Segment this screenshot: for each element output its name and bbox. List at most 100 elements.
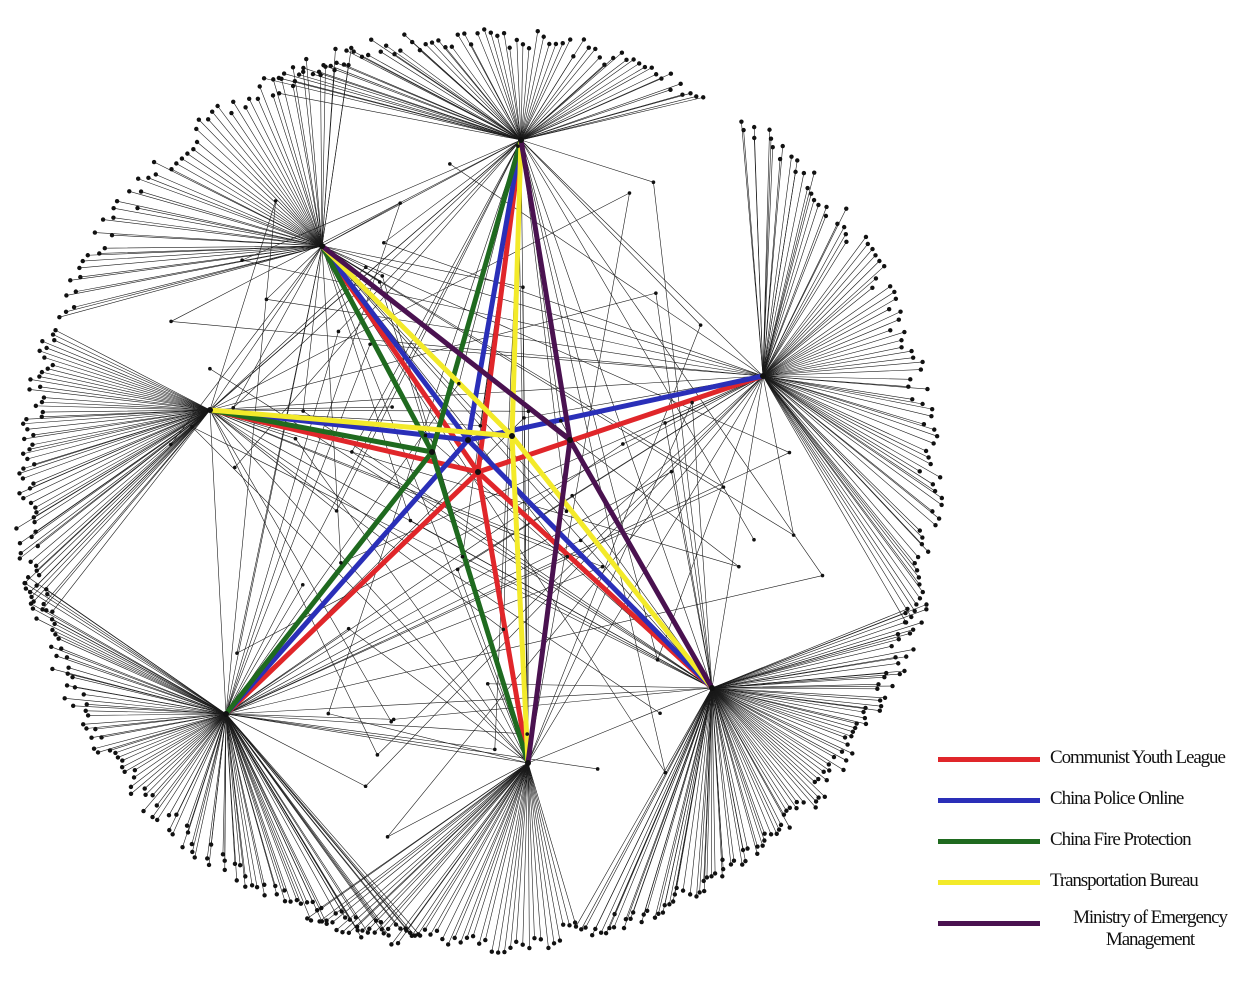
- cross-edge: [321, 245, 794, 536]
- leaf-node: [787, 805, 792, 811]
- leaf-edge: [231, 112, 323, 247]
- edge-transportation-bureau: [509, 137, 524, 439]
- leaf-node: [21, 466, 26, 471]
- leaf-edge: [140, 191, 323, 247]
- leaf-node: [64, 683, 70, 688]
- inner-node: [478, 423, 483, 428]
- leaf-edge: [336, 762, 529, 931]
- leaf-node: [824, 778, 829, 783]
- leaf-node: [823, 213, 829, 219]
- leaf-node: [64, 655, 70, 660]
- leaf-edge: [520, 52, 623, 141]
- leaf-node: [41, 395, 47, 400]
- leaf-edge: [26, 409, 211, 420]
- leaf-node: [131, 775, 137, 780]
- leaf-edge: [485, 762, 529, 941]
- leaf-edge: [225, 713, 265, 896]
- hub-edge: [209, 139, 522, 411]
- inner-node: [208, 366, 212, 371]
- leaf-edge: [93, 713, 227, 750]
- edge-transportation-bureau: [319, 243, 515, 439]
- leaf-node: [56, 636, 61, 641]
- leaf-node: [334, 927, 339, 933]
- cross-edge: [336, 139, 522, 512]
- leaf-edge: [522, 762, 529, 945]
- leaf-edge: [762, 375, 942, 506]
- leaf-node: [44, 608, 49, 613]
- edge-ministry-emergency: [319, 243, 573, 443]
- inner-node: [168, 442, 173, 447]
- leaf-edge: [762, 171, 796, 377]
- leaf-edge: [33, 409, 211, 436]
- leaf-node: [422, 927, 428, 932]
- inner-node: [570, 493, 574, 498]
- leaf-node: [768, 136, 774, 141]
- leaf-edge: [225, 713, 253, 886]
- cross-edge: [225, 540, 581, 715]
- leaf-node: [393, 922, 399, 927]
- legend-swatch: [938, 757, 1040, 762]
- leaf-edge: [762, 375, 921, 531]
- agency-node: [567, 437, 573, 443]
- leaf-node: [434, 928, 440, 934]
- leaf-node: [932, 488, 938, 494]
- leaf-edge: [72, 705, 227, 715]
- leaf-node: [305, 916, 310, 921]
- inner-node: [721, 485, 726, 489]
- leaf-node: [25, 456, 30, 462]
- leaf-edge: [520, 43, 557, 141]
- leaf-edge: [82, 245, 323, 262]
- leaf-edge: [696, 687, 713, 897]
- leaf-node: [184, 823, 190, 828]
- leaf-edge: [66, 685, 227, 715]
- leaf-node: [870, 285, 875, 290]
- cross-edge: [340, 375, 764, 564]
- leaf-edge: [22, 409, 211, 455]
- leaf-node: [731, 858, 737, 863]
- leaf-node: [53, 328, 58, 333]
- leaf-node: [845, 742, 850, 747]
- cross-edge: [170, 321, 764, 377]
- leaf-edge: [224, 713, 227, 862]
- leaf-node: [899, 345, 904, 350]
- leaf-node: [778, 822, 784, 828]
- inner-node: [651, 180, 656, 184]
- leaf-node: [535, 28, 540, 34]
- leaf-edge: [54, 623, 227, 715]
- leaf-edge: [711, 687, 882, 707]
- leaf-edge: [113, 207, 323, 247]
- leaf-node: [572, 920, 578, 925]
- hub-node: [760, 373, 766, 379]
- leaf-edge: [225, 713, 357, 918]
- leaf-node: [111, 215, 116, 220]
- leaf-edge: [91, 713, 227, 739]
- leaf-node: [369, 37, 374, 42]
- leaf-edge: [762, 375, 923, 538]
- leaf-node: [795, 158, 800, 163]
- leaf-edge: [232, 101, 323, 247]
- leaf-node: [637, 61, 642, 66]
- leaf-edge: [711, 687, 828, 781]
- leaf-node: [40, 339, 45, 344]
- leaf-node: [482, 27, 487, 32]
- leaf-node: [777, 156, 783, 162]
- leaf-node: [381, 931, 386, 936]
- inner-node: [578, 538, 583, 543]
- leaf-node: [930, 509, 935, 514]
- leaf-edge: [520, 43, 550, 141]
- leaf-node: [229, 110, 234, 116]
- leaf-edge: [762, 375, 913, 400]
- leaf-edge: [225, 713, 416, 936]
- inner-node: [516, 144, 520, 148]
- leaf-edge: [483, 29, 522, 141]
- leaf-edge: [193, 148, 323, 247]
- leaf-node: [816, 776, 821, 782]
- leaf-edge: [711, 687, 866, 719]
- leaf-node: [398, 926, 403, 931]
- leaf-edge: [762, 375, 921, 472]
- leaf-edge: [225, 713, 327, 925]
- leaf-edge: [381, 762, 529, 930]
- leaf-node: [483, 937, 488, 943]
- leaf-edge: [116, 200, 323, 247]
- leaf-node: [190, 849, 195, 855]
